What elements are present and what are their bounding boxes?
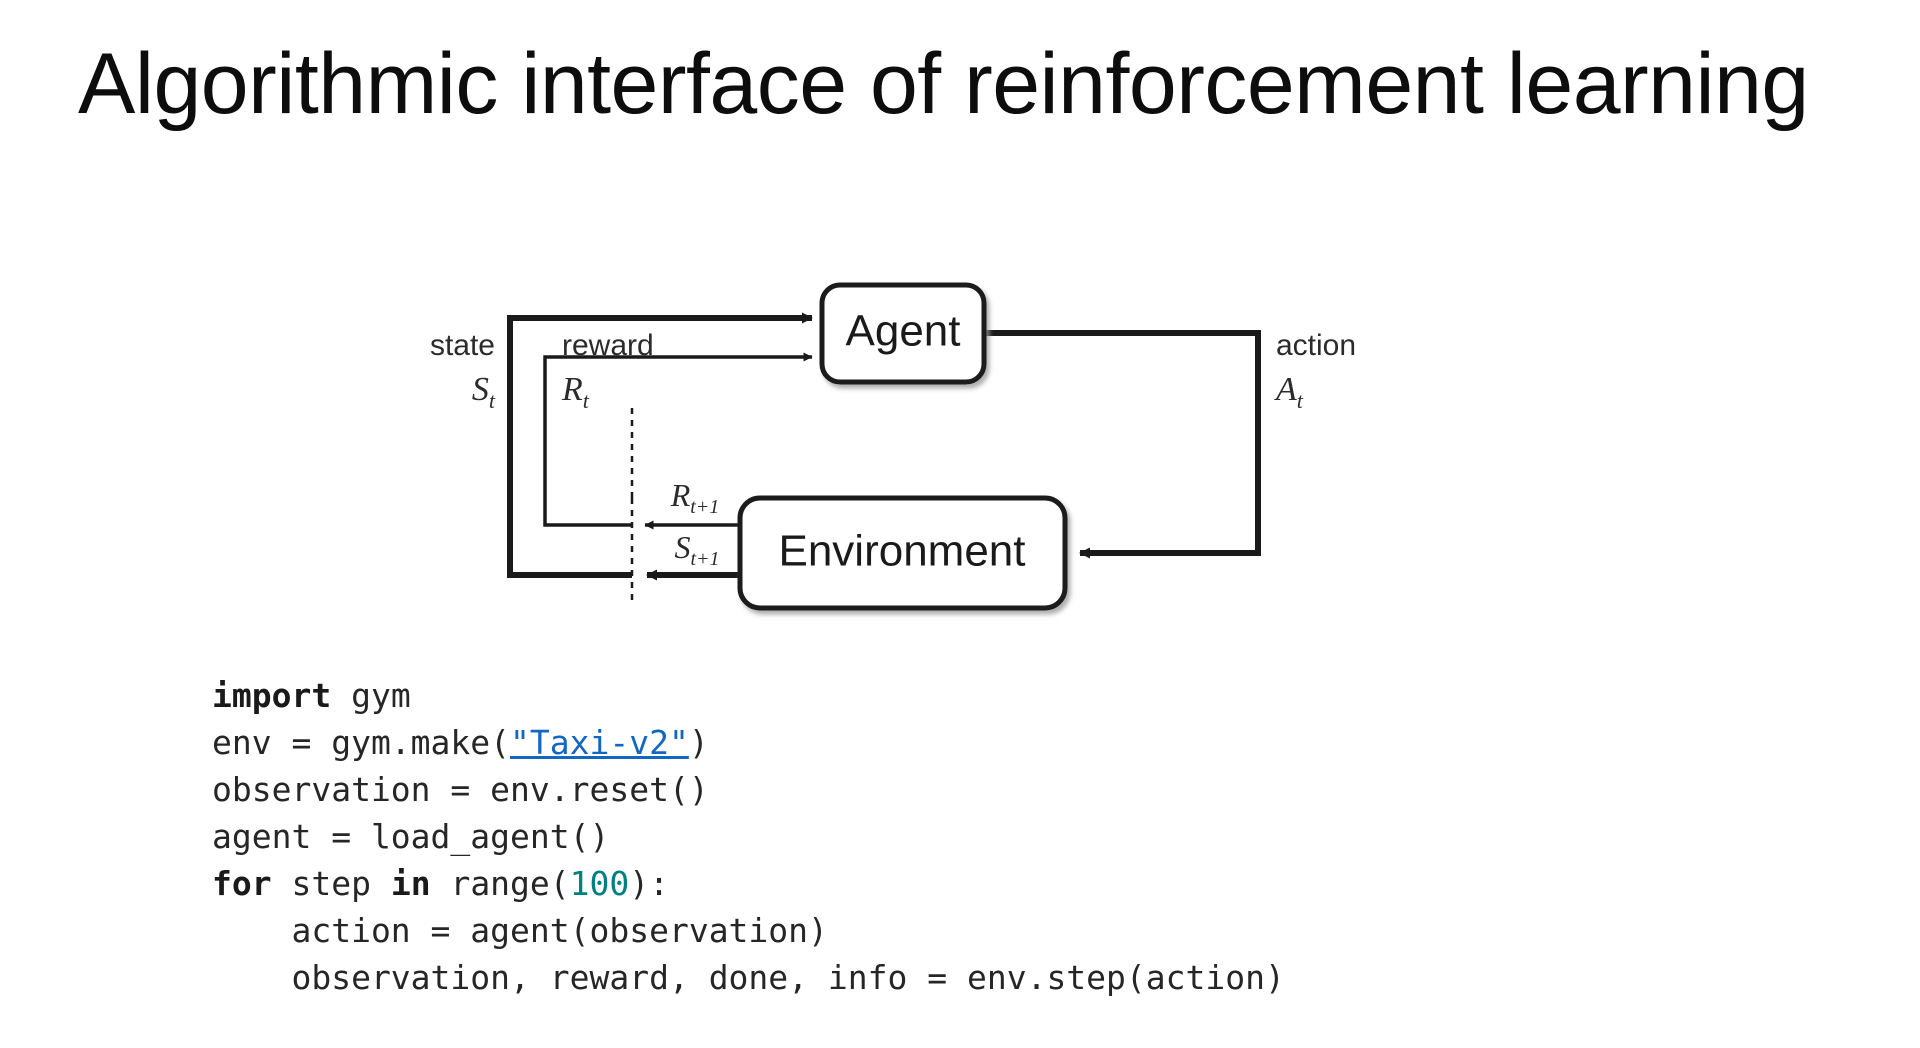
- reward-next-symbol: R: [670, 477, 691, 513]
- code-text: gym: [331, 676, 411, 715]
- code-text: agent = load_agent(): [212, 817, 610, 856]
- code-keyword: import: [212, 676, 332, 715]
- state-next-label: St+1: [674, 529, 719, 570]
- reward-next-label: Rt+1: [670, 477, 720, 518]
- action-flow-path: [984, 330, 1261, 559]
- code-text: ): [688, 723, 709, 762]
- code-text: action = agent(observation): [212, 911, 828, 950]
- svg-text:At: At: [1274, 371, 1304, 413]
- reward-label-symbol: R: [561, 371, 583, 408]
- code-text: step: [271, 864, 391, 903]
- code-keyword: for: [212, 864, 272, 903]
- code-line: observation, reward, done, info = env.st…: [212, 954, 1285, 1001]
- action-label-word: action: [1276, 329, 1356, 362]
- reward-flow-path: [543, 352, 813, 527]
- state-flow-path: [507, 312, 813, 578]
- state-label-symbol-subscript: t: [489, 388, 496, 413]
- state-label-group: state St: [430, 329, 496, 413]
- environment-node-label: Environment: [778, 527, 1025, 576]
- page-title: Algorithmic interface of reinforcement l…: [78, 36, 1809, 132]
- code-line: agent = load_agent(): [212, 813, 1285, 860]
- state-next-symbol: S: [674, 529, 690, 565]
- action-label-group: action At: [1274, 329, 1356, 413]
- code-text: range(: [430, 864, 570, 903]
- svg-text:Rt: Rt: [561, 371, 590, 413]
- code-line: observation = env.reset(): [212, 766, 1285, 813]
- action-label-symbol-subscript: t: [1297, 388, 1304, 413]
- code-keyword: in: [390, 864, 431, 903]
- code-line: for step in range(100):: [212, 860, 1285, 907]
- environment-node: Environment: [737, 495, 1068, 611]
- state-next-subscript: t+1: [690, 548, 719, 570]
- code-line: import gym: [212, 672, 1285, 719]
- reward-label-symbol-subscript: t: [583, 388, 590, 413]
- code-text: ):: [629, 864, 670, 903]
- reward-next-subscript: t+1: [690, 496, 719, 518]
- svg-text:St: St: [472, 371, 496, 413]
- agent-node-label: Agent: [846, 307, 961, 356]
- action-label-symbol: A: [1274, 371, 1297, 408]
- reward-label-group: reward Rt: [561, 329, 654, 413]
- code-text: env = gym.make(: [212, 723, 511, 762]
- reward-label-word: reward: [562, 329, 654, 362]
- code-text: observation, reward, done, info = env.st…: [212, 958, 1285, 997]
- state-label-word: state: [430, 329, 495, 362]
- rl-loop-diagram: Agent Environment state St reward Rt act…: [0, 200, 1920, 640]
- state-label-symbol: S: [472, 371, 489, 408]
- code-text: observation = env.reset(): [212, 770, 709, 809]
- code-link-taxi-v2[interactable]: "Taxi-v2": [510, 723, 689, 762]
- code-line: env = gym.make("Taxi-v2"): [212, 719, 1285, 766]
- code-number: 100: [569, 864, 630, 903]
- code-line: action = agent(observation): [212, 907, 1285, 954]
- agent-node: Agent: [819, 282, 987, 385]
